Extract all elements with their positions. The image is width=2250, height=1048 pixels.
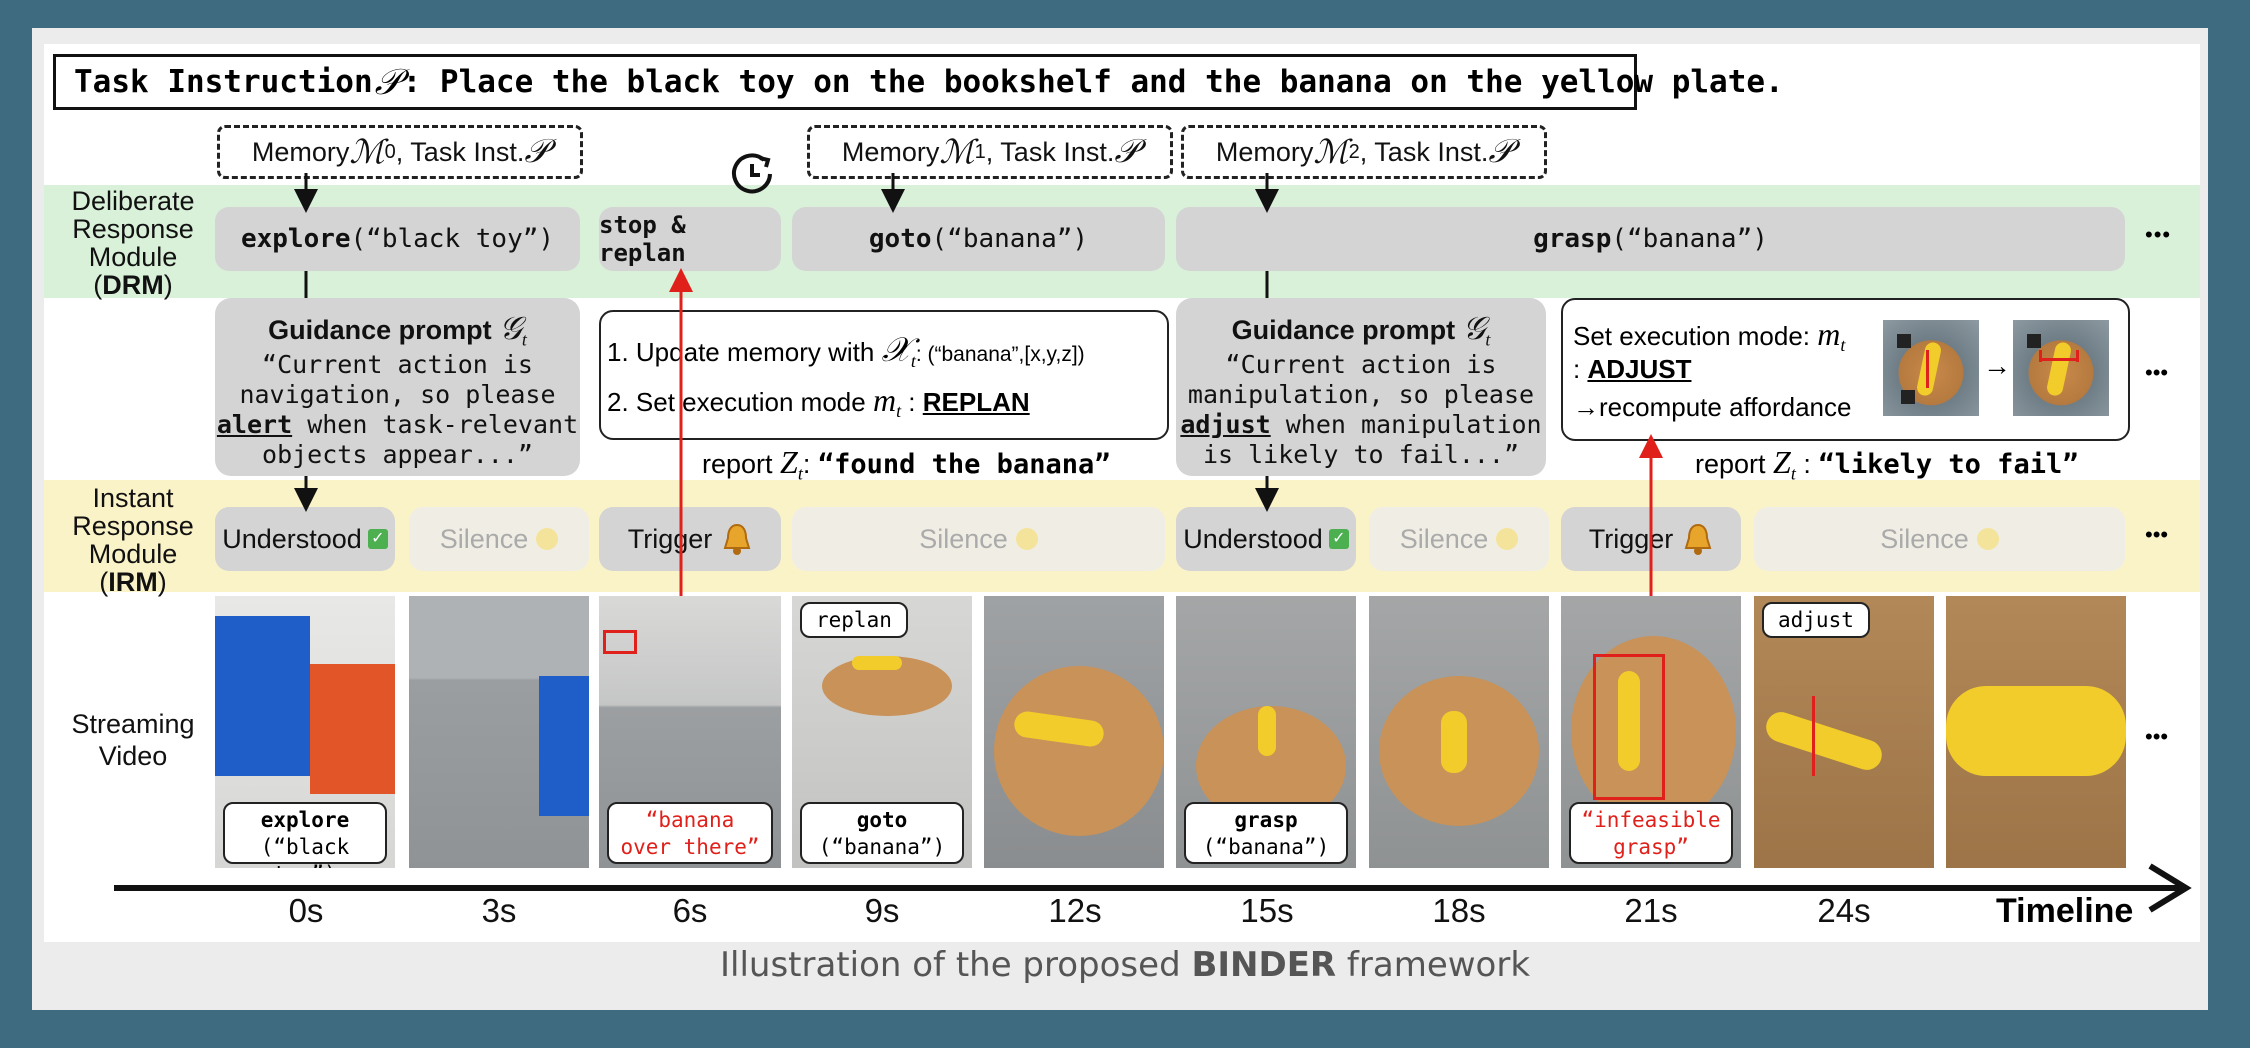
video-frame-12s — [984, 596, 1164, 868]
caption-line: (“banana”) — [1186, 834, 1346, 861]
video-frame-27s — [1946, 596, 2126, 868]
caption-line: grasp” — [1571, 834, 1731, 861]
caption-line: grasp — [1186, 807, 1346, 834]
caption-line: goto — [802, 807, 962, 834]
video-frame-9s: replan goto(“banana”) — [792, 596, 972, 868]
frame-caption: grasp(“banana”) — [1184, 802, 1348, 864]
video-frame-0s: explore(“black toy”) — [215, 596, 395, 868]
timeline-tick: 9s — [865, 892, 900, 930]
caption-line: “banana — [609, 807, 771, 834]
timeline-tick: 21s — [1624, 892, 1677, 930]
caption-post: framework — [1336, 945, 1530, 985]
frame-tag-replan: replan — [800, 602, 908, 638]
timeline-tick: 0s — [289, 892, 324, 930]
timeline-tick: 3s — [482, 892, 517, 930]
caption-line: “infeasible — [1571, 807, 1731, 834]
frame-caption: goto(“banana”) — [800, 802, 964, 864]
caption-pre: Illustration of the proposed — [720, 945, 1191, 985]
frame-tag-adjust: adjust — [1762, 602, 1870, 638]
video-frame-3s — [409, 596, 589, 868]
timeline-label: Timeline — [1996, 892, 2133, 931]
video-frame-24s: adjust — [1754, 596, 1934, 868]
video-frame-15s: grasp(“banana”) — [1176, 596, 1356, 868]
frame-caption: explore(“black toy”) — [223, 802, 387, 864]
caption-line: (“banana”) — [802, 834, 962, 861]
caption-line: over there” — [609, 834, 771, 861]
figure: Task Instruction 𝒫 : Place the black toy… — [44, 44, 2200, 942]
timeline-tick: 15s — [1240, 892, 1293, 930]
timeline-tick: 18s — [1432, 892, 1485, 930]
video-frame-18s — [1369, 596, 1549, 868]
video-ellipsis: ••• — [2145, 724, 2168, 750]
timeline-tick: 12s — [1048, 892, 1101, 930]
timeline-tick: 24s — [1817, 892, 1870, 930]
timeline-tick: 6s — [673, 892, 708, 930]
caption-line: (“black toy”) — [225, 834, 385, 868]
caption-bold: BINDER — [1191, 945, 1336, 985]
figure-caption: Illustration of the proposed BINDER fram… — [0, 945, 2250, 985]
caption-line: explore — [225, 807, 385, 834]
